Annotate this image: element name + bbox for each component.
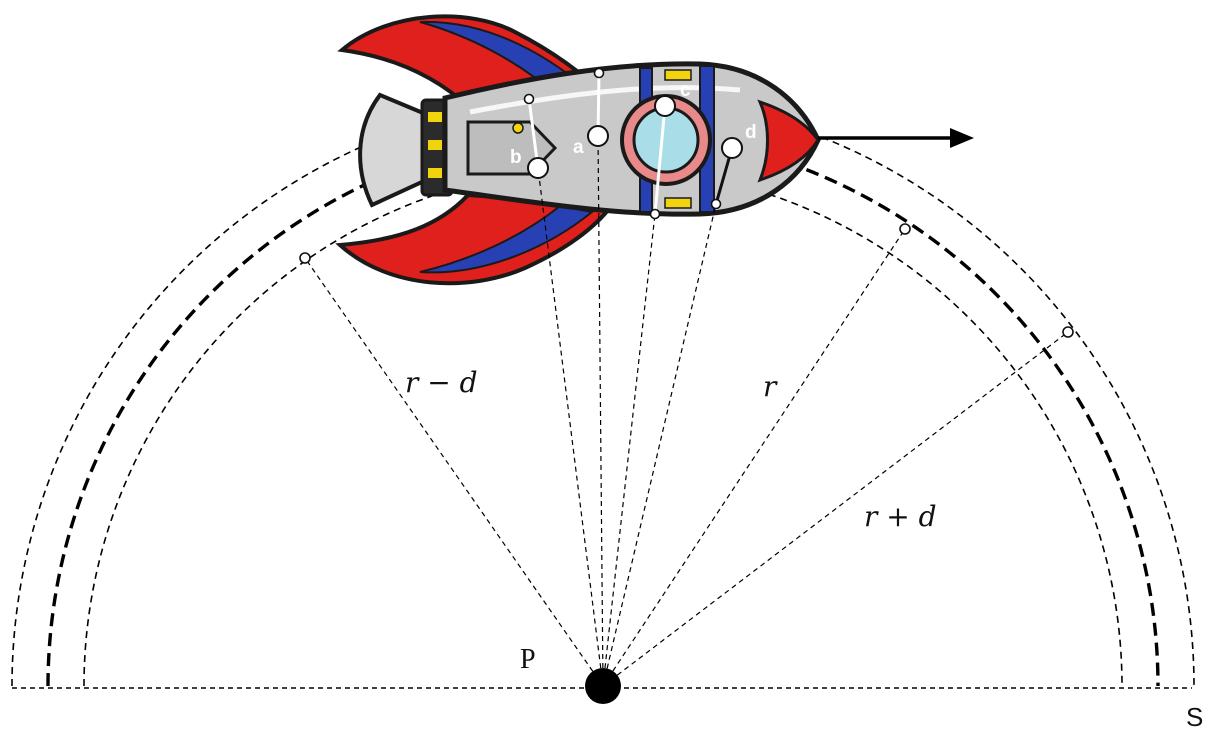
radius-line-d: [602, 203, 717, 687]
point-a-label: a: [573, 137, 584, 158]
radial-lines: [304, 135, 1069, 687]
label-s: S: [1186, 702, 1203, 729]
radius-line-r: [602, 228, 906, 687]
marker-r-plus-d: [1062, 326, 1074, 338]
point-d-label: d: [745, 122, 757, 143]
point-c-marker: [654, 95, 676, 117]
label-p: P: [520, 644, 536, 675]
marker-r-minus-d: [299, 252, 311, 264]
radius-line-a: [597, 135, 604, 687]
point-b-marker: [527, 157, 549, 179]
radius-line-r-plus-d: [602, 331, 1069, 687]
point-c-label: c: [680, 80, 691, 101]
point-a-marker: [587, 125, 609, 147]
marker-r: [899, 223, 911, 235]
inner-arc: [83, 166, 1123, 687]
label-r-plus-d: r + d: [864, 500, 937, 533]
rocket-nose: [757, 99, 820, 183]
radius-line-c: [602, 213, 656, 687]
anchor-dots: [299, 67, 1074, 338]
radius-line-b: [537, 167, 604, 687]
rocket-lower-fin-stripe: [419, 204, 595, 274]
point-b-label: b: [510, 147, 522, 168]
point-d-marker: [721, 137, 743, 159]
center-point: [585, 668, 621, 704]
point-markers: [527, 95, 743, 179]
rocket-nozzle: [358, 92, 437, 208]
radius-line-r-minus-d: [304, 257, 604, 687]
label-r-minus-d: r − d: [405, 366, 478, 399]
arrow-right-icon: [818, 128, 974, 148]
label-r: r: [763, 370, 778, 403]
rocket-porthole: [632, 106, 700, 174]
